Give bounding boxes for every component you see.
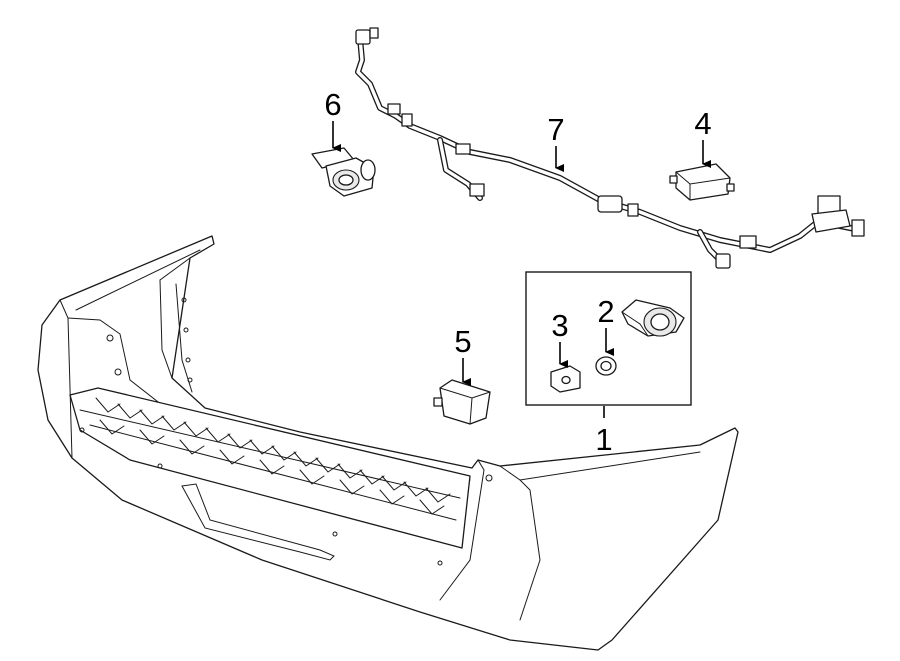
callout-label-3: 3 — [551, 308, 568, 343]
sensor-bracket — [550, 365, 581, 393]
sensor-kit-box — [525, 271, 692, 406]
callout-label-5: 5 — [454, 324, 471, 359]
callout-1: 1 — [595, 406, 613, 457]
callout-7: 7 — [547, 112, 565, 172]
park-assist-sensor — [621, 299, 685, 337]
rear-bumper-cover — [37, 235, 739, 651]
callout-label-1: 1 — [595, 422, 612, 457]
callout-label-6: 6 — [324, 87, 341, 122]
callout-4: 4 — [694, 106, 712, 168]
module-small — [433, 379, 491, 425]
callout-5: 5 — [454, 324, 472, 386]
callout-3: 3 — [551, 308, 569, 368]
callout-label-4: 4 — [694, 106, 711, 141]
callout-label-7: 7 — [547, 112, 564, 147]
callout-label-2: 2 — [597, 294, 614, 329]
sensor-ring — [595, 356, 617, 376]
wiring-harness — [355, 27, 865, 269]
callout-2: 2 — [597, 294, 615, 356]
callout-6: 6 — [324, 87, 342, 152]
sensor-housing — [311, 147, 376, 197]
control-module — [669, 163, 735, 201]
